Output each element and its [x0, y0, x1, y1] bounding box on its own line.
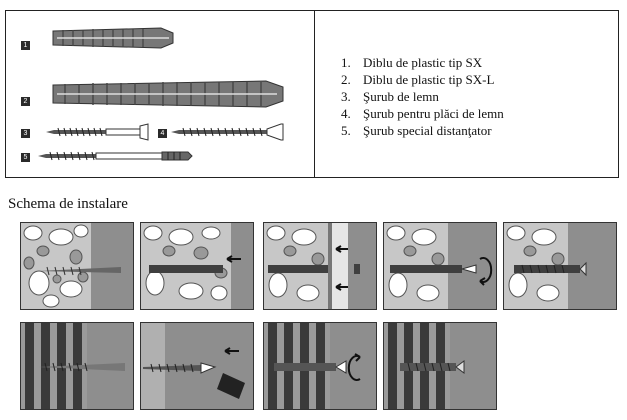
part-number-4: 4	[158, 129, 167, 138]
spacer-screw-icon	[38, 151, 193, 161]
install-step-insert-screw-hollow-brick	[140, 322, 254, 410]
install-step-finished-hollow-brick	[383, 322, 497, 410]
wood-screw-icon	[46, 123, 149, 141]
parts-table: 1 2 3	[5, 10, 619, 178]
part-number-2: 2	[21, 97, 30, 106]
parts-illustration-panel: 1 2 3	[6, 11, 314, 177]
install-step-drill-hollow-brick	[20, 322, 134, 410]
install-step-drill	[20, 222, 134, 310]
dowel-sx-l-icon	[52, 80, 284, 108]
part-number-1: 1	[21, 41, 30, 50]
part-number-3: 3	[21, 129, 30, 138]
legend-item: 3.Şurub de lemn	[341, 89, 439, 104]
parts-legend: 1.Diblu de plastic tip SX 2.Diblu de pla…	[341, 54, 504, 139]
legend-item: 5.Şurub special distanţator	[341, 123, 492, 138]
install-step-tighten-screw-hollow-brick	[263, 322, 377, 410]
legend-item: 4.Şurub pentru plăci de lemn	[341, 106, 504, 121]
table-divider	[314, 11, 315, 177]
install-step-drive-screw	[383, 222, 497, 310]
install-step-insert-dowel	[140, 222, 254, 310]
install-step-finished	[503, 222, 617, 310]
legend-item: 1.Diblu de plastic tip SX	[341, 55, 483, 70]
installation-title: Schema de instalare	[8, 196, 128, 212]
legend-item: 2.Diblu de plastic tip SX-L	[341, 72, 495, 87]
dowel-sx-icon	[52, 27, 174, 49]
part-number-5: 5	[21, 153, 30, 162]
install-step-position-board	[263, 222, 377, 310]
particle-board-screw-icon	[171, 123, 284, 141]
